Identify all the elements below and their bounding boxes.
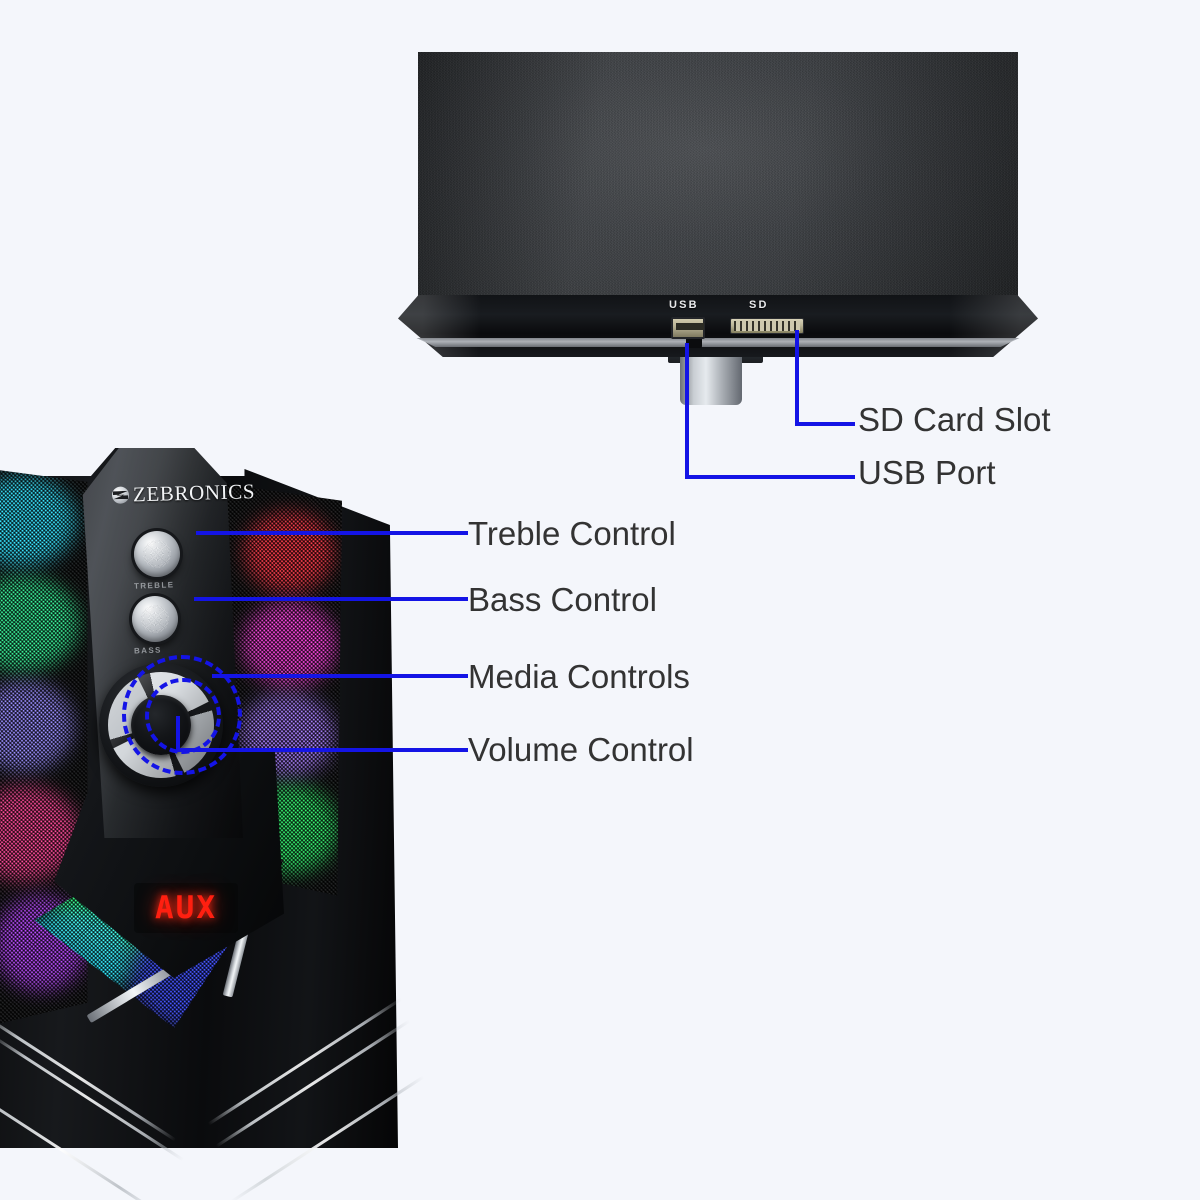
treble-knob-caption: TREBLE — [133, 580, 175, 591]
led-glow-green — [0, 575, 80, 672]
zebronics-mark-icon — [111, 486, 130, 504]
bass-knob-caption: BASS — [133, 645, 162, 656]
volume-control-highlight-ring — [145, 678, 221, 754]
cabinet-shading — [418, 52, 1018, 297]
usb-port-connector[interactable] — [671, 317, 705, 339]
tower-speaker-unit: ZEBRONICS TREBLE BASS AUX — [0, 448, 425, 1200]
led-display: AUX — [134, 883, 238, 933]
bass-callout-line — [194, 597, 468, 601]
media-callout-line — [212, 674, 468, 678]
treble-callout-line — [196, 531, 468, 535]
cabinet-base-chrome-edge — [416, 338, 1020, 347]
sd-callout-vertical — [795, 330, 799, 426]
volume-callout-horizontal — [176, 748, 468, 752]
usb-callout-horizontal — [685, 475, 855, 479]
brand-name: ZEBRONICS — [132, 479, 256, 507]
media-controls-label: Media Controls — [468, 658, 690, 695]
usb-port-text: USB — [669, 299, 699, 311]
bass-control-label: Bass Control — [468, 581, 657, 618]
volume-control-label: Volume Control — [468, 731, 694, 768]
usb-port-label: USB Port — [858, 454, 996, 491]
volume-callout-vertical — [176, 716, 180, 750]
sd-callout-horizontal — [795, 422, 855, 426]
sd-card-slot-label: SD Card Slot — [858, 401, 1051, 438]
sd-card-slot-connector[interactable] — [730, 318, 804, 334]
bass-knob[interactable] — [132, 596, 178, 642]
cabinet-base-highlight — [398, 295, 1038, 357]
top-speaker-unit: USB SD — [398, 52, 1038, 405]
sd-port-text: SD — [749, 299, 769, 311]
display-text: AUX — [155, 890, 217, 926]
led-glow-cyan — [0, 475, 77, 567]
brand-logo: ZEBRONICS — [111, 479, 256, 508]
treble-control-label: Treble Control — [468, 515, 676, 552]
usb-callout-vertical — [685, 343, 689, 479]
led-glow-red — [244, 512, 334, 592]
led-glow-violet — [0, 680, 74, 772]
speaker-cabinet — [418, 52, 1018, 297]
treble-knob[interactable] — [134, 531, 180, 577]
